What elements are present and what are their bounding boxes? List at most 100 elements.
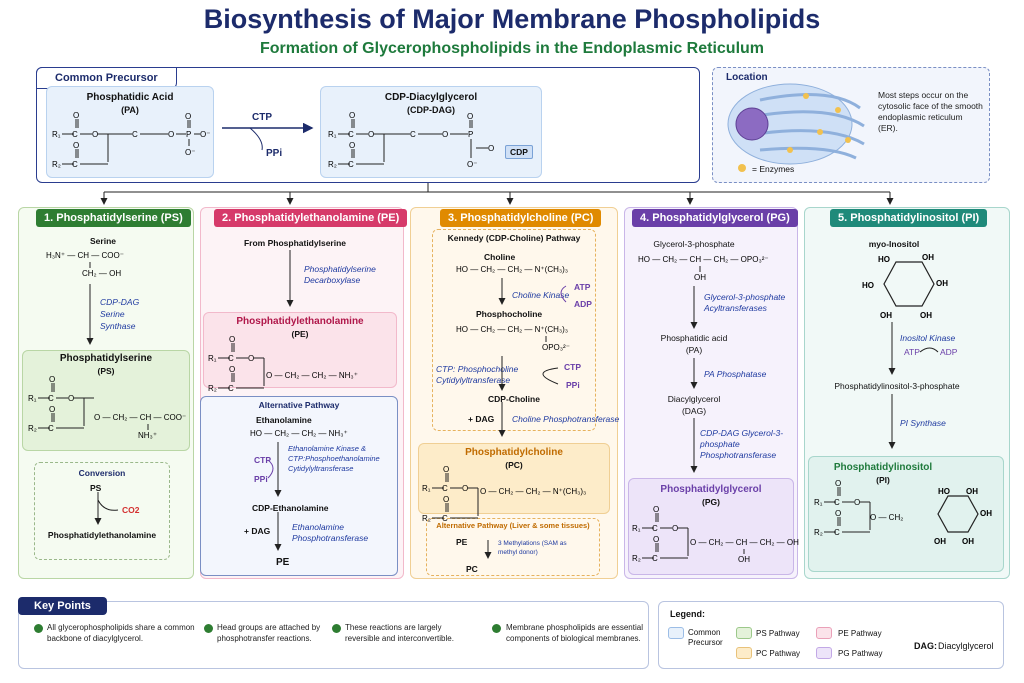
key-point: These reactions are largely reversible a… [345,623,454,643]
pc-alt-title: Alternative Pathway (Liver & some tissue… [436,521,590,530]
ps-product: Phosphatidylserine [59,353,153,364]
pc-adp: ADP [574,299,592,309]
pe-enzyme: Phosphatidylserine Decarboxylase [304,264,376,285]
pe-abbr: (PE) [291,329,309,339]
pg-dag: Diacylglycerol [667,394,721,404]
location-tag: Location [726,72,768,83]
location-text: Most steps occur on the cytosolic face o… [878,90,983,133]
pc-ctp: CTP [564,362,581,372]
legend-swatch-pg [816,647,832,659]
precursor-tag: Common Precursor [36,67,177,89]
choline-kinase: Choline Kinase [512,290,570,300]
serine-label: Serine [90,236,116,246]
pe-alt-title: Alternative Pathway [258,400,340,410]
pc-abbr: (PC) [505,460,523,470]
phosphocholine-label: Phosphocholine [476,309,543,319]
legend-title: Legend: [670,609,705,619]
pg-enzyme2: PA Phosphatase [704,369,767,379]
pi-product-box [808,456,1004,572]
pc-alt-box [426,518,600,576]
conv-co2: CO2 [122,505,140,515]
inositol-kinase: Inositol Kinase [900,333,956,343]
cdp-ethanolamine: CDP-Ethanolamine [252,503,329,513]
legend-label: Common Precursor [688,628,723,647]
legend-dag-val: Diacylglycerol [938,641,994,651]
pc-tag: 3. Phosphatidylcholine (PC) [440,209,602,227]
page-subtitle: Formation of Glycerophospholipids in the… [259,40,765,57]
pg-pa: Phosphatidic acid [660,333,728,343]
pe-alt-box [200,396,398,576]
pi-abbr: (PI) [876,475,890,485]
pi-adp: ADP [940,347,958,357]
key-point: Head groups are attached by phosphotrans… [217,623,321,643]
pi-tag: 5. Phosphatidylinositol (PI) [830,209,988,227]
conv-ps: PS [90,483,102,493]
pe-ctp: CTP [254,455,271,465]
check-icon [34,624,43,633]
legend-dag-key: DAG: [914,641,937,651]
pg-tag: 4. Phosphatidylglycerol (PG) [632,209,798,227]
pc-product: Phosphatidylcholine [465,447,563,458]
pi-atp: ATP [904,347,920,357]
ps-tag: 1. Phosphatidylserine (PS) [36,209,191,227]
legend-swatch-pc [736,647,752,659]
pc-alt-pe: PE [456,537,468,547]
pa-abbr: (PA) [121,105,139,115]
conversion-title: Conversion [78,468,126,478]
legend-label: PS Pathway [756,629,800,638]
kennedy-title: Kennedy (CDP-Choline) Pathway [447,233,581,243]
ctp-label: CTP [252,112,272,123]
pe-final: PE [276,557,290,568]
key-points-tag: Key Points [18,597,107,615]
pip-label: Phosphatidylinositol-3-phosphate [834,381,960,391]
kennedy-box [432,229,596,431]
pi-product: Phosphatidylinositol [833,462,933,473]
g3p-label: Glycerol-3-phosphate [653,239,735,249]
cdp-choline: CDP-Choline [488,394,540,404]
conv-product: Phosphatidylethanolamine [47,530,157,540]
cdp-dag-abbr: (CDP-DAG) [407,105,455,115]
ethanolamine-label: Ethanolamine [256,415,312,425]
pg-product: Phosphatidylglycerol [660,484,762,495]
pg-abbr: (PG) [702,497,720,507]
ps-abbr: (PS) [97,366,115,376]
conversion-box [34,462,170,560]
legend-swatch-precursor [668,627,684,639]
pi-synthase: PI Synthase [900,418,946,428]
pc-alt-pc: PC [466,564,478,574]
key-point: Membrane phospholipids are essential com… [506,623,643,643]
key-point: All glycerophospholipids share a common … [47,623,195,643]
pe-tag: 2. Phosphatidylethanolamine (PE) [214,209,408,227]
pc-ppi: PPi [566,380,580,390]
inositol-label: myo-Inositol [868,239,920,249]
key-points-panel [18,601,649,669]
pe-alt-enzyme: Ethanolamine Kinase & CTP:Phosphoethanol… [288,444,380,473]
pg-enzyme1: Glycerol-3-phosphate Acyltransferases [704,292,786,313]
choline-label: Choline [484,252,516,262]
check-icon [492,624,501,633]
ps-enzyme: CDP-DAG Serine Synthase [100,297,140,331]
choline-phosphotransferase: Choline Phosphotransferase [512,414,620,424]
cdp-group: CDP [505,145,533,159]
pe-ppi: PPi [254,474,268,484]
pg-enzyme3: CDP-DAG Glycerol-3-phosphate Phosphotran… [700,428,784,460]
pc-alt-note: 3 Methylations (SAM as methyl donor) [498,540,567,556]
pc-ctp-enzyme: CTP: Phosphocholine Cytidylyltransferase [436,364,519,385]
check-icon [332,624,341,633]
pc-dag: + DAG [468,414,495,424]
check-icon [204,624,213,633]
pg-dag-abbr: (DAG) [681,406,707,416]
enzyme-key: = Enzymes [752,164,795,174]
legend-swatch-ps [736,627,752,639]
legend-swatch-pe [816,627,832,639]
legend-label: PC Pathway [756,649,801,658]
pe-product: Phosphatidylethanolamine [236,316,364,327]
legend-label: PE Pathway [838,629,882,638]
pg-pa-abbr: (PA) [685,345,703,355]
pe-alt-enzyme2: Ethanolamine Phosphotransferase [292,522,369,543]
page-title: Biosynthesis of Major Membrane Phospholi… [203,4,821,34]
pe-dag: + DAG [244,526,271,536]
pe-from: From Phosphatidylserine [243,238,347,248]
cdp-dag-name: CDP-Diacylglycerol [384,92,478,103]
legend-label: PG Pathway [838,649,883,658]
